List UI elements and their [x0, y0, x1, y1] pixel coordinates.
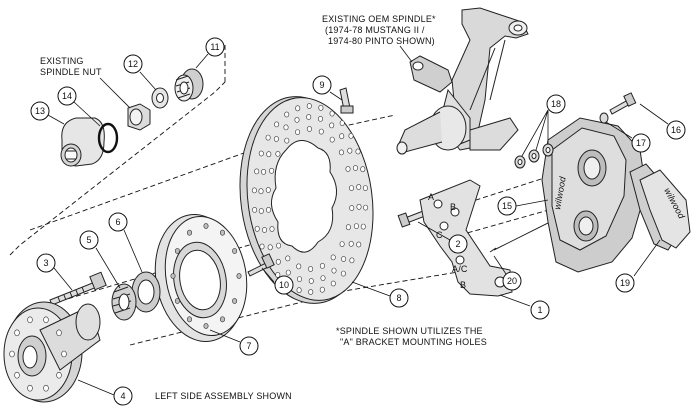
- callout-13: [30, 101, 50, 121]
- callout-5: [79, 230, 99, 250]
- callout-8: [389, 288, 409, 308]
- callout-11-label: 11: [210, 42, 219, 52]
- nut-label-1: EXISTING: [40, 56, 84, 66]
- callout-15: [497, 196, 517, 216]
- note-line-1: *SPINDLE SHOWN UTILIZES THE: [336, 326, 483, 336]
- spindle-nut: [127, 103, 151, 131]
- callout-8-label: 8: [396, 293, 401, 303]
- bracket-letter-c: C: [436, 230, 443, 240]
- callout-19: [615, 273, 635, 293]
- callout-11: [205, 37, 225, 57]
- wheel-stud: [49, 271, 107, 306]
- bearing-cone: [111, 283, 137, 321]
- hub: [3, 301, 101, 403]
- callout-1: [530, 300, 550, 320]
- washer: [151, 87, 169, 109]
- callout-9-label: 9: [319, 80, 324, 90]
- callout-12: [123, 54, 143, 74]
- callout-9: [312, 75, 332, 95]
- callout-1-label: 1: [537, 305, 542, 315]
- hub-holes: [9, 316, 67, 392]
- callout-6-label: 6: [115, 217, 120, 227]
- rotor-bolt: [247, 253, 275, 277]
- callout-14: [57, 86, 77, 106]
- dust-cap: [60, 117, 105, 167]
- callout-20: [502, 271, 522, 291]
- callout-18-label: 18: [551, 99, 561, 109]
- callout-17-label: 17: [636, 138, 646, 148]
- bracket-letter-ac: A/C: [452, 264, 468, 274]
- callout-17: [631, 133, 651, 153]
- callout-3: [36, 253, 56, 273]
- brake-pads: wilwood: [629, 163, 691, 251]
- callout-7-label: 7: [246, 341, 251, 351]
- drilled-rotor: [239, 96, 374, 304]
- nut-label-2: SPINDLE NUT: [40, 67, 102, 77]
- rotor-drill-holes: [251, 103, 369, 295]
- caliper-bracket: A B C A/C B: [419, 179, 513, 297]
- caliper: wilwood: [541, 117, 647, 273]
- bracket-letter-b: B: [450, 202, 456, 212]
- callout-10-label: 10: [279, 280, 289, 290]
- outer-bearing: [174, 68, 204, 102]
- callout-4-label: 4: [120, 391, 125, 401]
- bracket-letter-b2: B: [460, 280, 466, 290]
- footer-label: LEFT SIDE ASSEMBLY SHOWN: [155, 391, 292, 401]
- callout-6: [108, 212, 128, 232]
- o-ring: [97, 122, 119, 154]
- callouts: 1 2 3 4 5 6 7 8 9 10: [30, 37, 686, 406]
- callout-5-label: 5: [86, 235, 91, 245]
- caliper-washers: [514, 112, 609, 169]
- spindle-subtitle-2: 1974-80 PINTO SHOWN): [328, 36, 435, 46]
- oem-spindle: [396, 7, 529, 155]
- caliper-bolt: [609, 92, 637, 115]
- spindle-subtitle-1: (1974-78 MUSTANG II /: [325, 25, 425, 35]
- bracket-letter-a: A: [428, 192, 434, 202]
- callout-20-label: 20: [507, 276, 517, 286]
- callout-4: [113, 386, 133, 406]
- callout-3-label: 3: [43, 258, 48, 268]
- hat-bolt-holes: [170, 223, 242, 329]
- callout-2: [448, 234, 468, 254]
- callout-18: [546, 94, 566, 114]
- callout-19-label: 19: [620, 278, 630, 288]
- callout-12-label: 12: [128, 59, 138, 69]
- callout-2-label: 2: [455, 239, 460, 249]
- spindle-title: EXISTING OEM SPINDLE*: [322, 14, 436, 24]
- callout-13-label: 13: [35, 106, 45, 116]
- note-line-2: "A" BRACKET MOUNTING HOLES: [340, 337, 487, 347]
- rotor-hat: [154, 214, 248, 342]
- callout-10: [274, 275, 294, 295]
- spindle-bolt: [339, 87, 354, 114]
- callout-16: [666, 120, 686, 140]
- callout-7: [239, 336, 259, 356]
- callout-15-label: 15: [502, 201, 512, 211]
- callout-14-label: 14: [62, 91, 72, 101]
- callout-16-label: 16: [671, 125, 681, 135]
